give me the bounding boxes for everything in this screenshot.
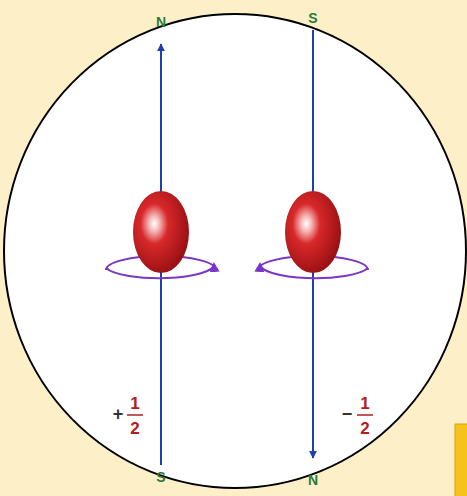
spin-sign: + (113, 405, 124, 423)
electron-spin-up (106, 44, 216, 465)
fraction-number: 1 (130, 395, 139, 412)
fraction-number: 2 (130, 420, 139, 437)
electron-spin-down (258, 30, 373, 458)
corner-panel (455, 424, 467, 496)
pole-letter: S (308, 11, 317, 25)
pole-letter: N (156, 15, 166, 29)
frame-circle (4, 14, 466, 488)
spin-sign: − (342, 405, 353, 423)
fraction-number: 1 (360, 395, 369, 412)
pole-letter: N (308, 473, 318, 487)
fraction-number: 2 (360, 420, 369, 437)
pole-letter: S (156, 470, 165, 484)
